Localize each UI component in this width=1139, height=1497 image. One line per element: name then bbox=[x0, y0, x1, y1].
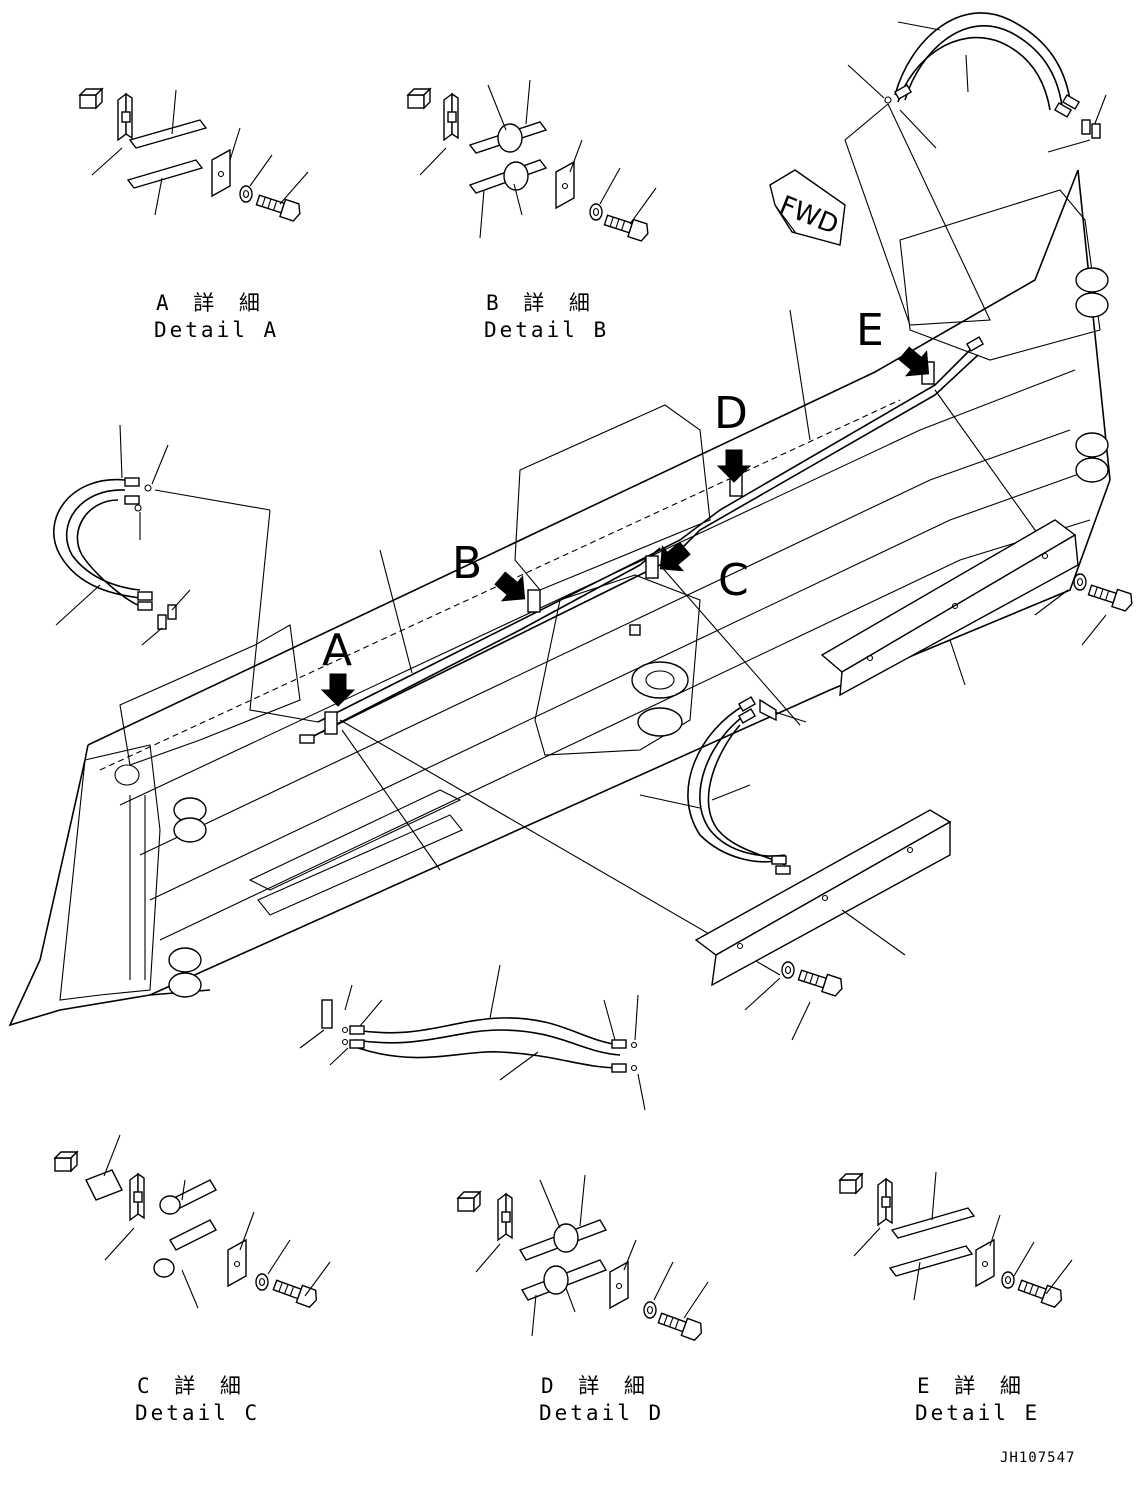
detail-b-jp: B 詳 細 bbox=[486, 291, 596, 315]
callout-b: B bbox=[452, 538, 482, 589]
callout-c: C bbox=[718, 555, 749, 606]
hose-a-left bbox=[53, 424, 191, 646]
detail-e-group bbox=[839, 1171, 1073, 1310]
detail-c-group bbox=[54, 1134, 331, 1310]
detail-a-group bbox=[79, 88, 309, 223]
callout-d: D bbox=[714, 388, 748, 439]
detail-d-en: Detail D bbox=[539, 1401, 664, 1425]
detail-e-jp: E 詳 細 bbox=[917, 1374, 1027, 1398]
channel-bracket-upper bbox=[820, 519, 1136, 697]
fwd-arrow-icon: FWD bbox=[769, 169, 846, 246]
hose-bottom bbox=[299, 964, 646, 1111]
detail-e-en: Detail E bbox=[915, 1401, 1040, 1425]
detail-b-en: Detail B bbox=[484, 318, 609, 342]
hose-e-top bbox=[844, 12, 1107, 326]
detail-a-en: Detail A bbox=[154, 318, 279, 342]
detail-d-jp: D 詳 細 bbox=[541, 1374, 651, 1398]
callout-e: E bbox=[856, 305, 884, 356]
detail-d-group bbox=[457, 1174, 709, 1343]
detail-b-group bbox=[407, 79, 657, 243]
callout-a: A bbox=[322, 625, 352, 676]
detail-c-en: Detail C bbox=[135, 1401, 260, 1425]
detail-c-jp: C 詳 細 bbox=[137, 1374, 247, 1398]
drawing-code: JH107547 bbox=[1000, 1450, 1075, 1466]
hose-c-middle bbox=[639, 696, 807, 875]
channel-bracket-lower bbox=[694, 809, 952, 1041]
detail-a-jp: A 詳 細 bbox=[156, 291, 266, 315]
boom-pipes bbox=[154, 309, 1061, 976]
